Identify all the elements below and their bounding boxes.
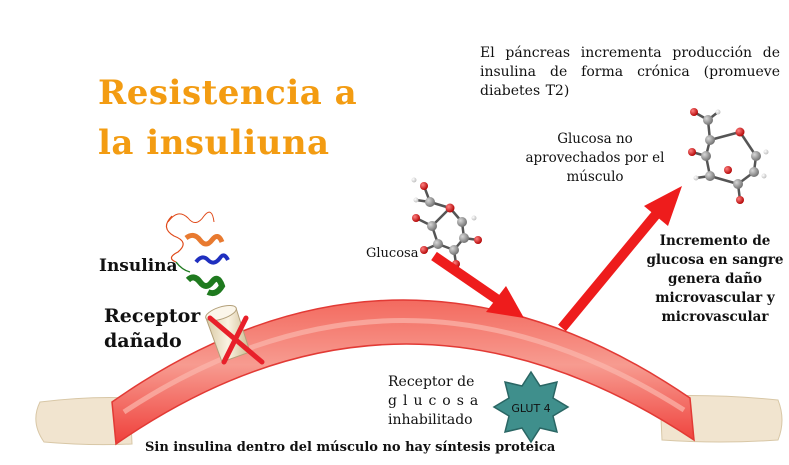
red-cross-icon (207, 315, 265, 365)
glucose-molecule-icon (411, 177, 482, 268)
damaged-receptor-label: Receptor dañado (104, 304, 200, 354)
title-line-1: Resistencia a (98, 73, 358, 113)
damaged-receptor-line-2: dañado (104, 330, 182, 352)
bottom-note: Sin insulina dentro del músculo no hay s… (145, 440, 556, 455)
glucose-increase-label: Incremento de glucosa en sangre genera d… (646, 233, 784, 325)
muscle-arc (111, 299, 695, 446)
insulin-label: Insulina (99, 256, 178, 276)
damaged-receptor-line-1: Receptor (104, 305, 201, 327)
glut4-label: GLUT 4 (511, 402, 551, 415)
left-bone (35, 397, 133, 446)
glucose-receptor-line-1: Receptor de (388, 374, 475, 390)
glucose-label: Glucosa (366, 246, 419, 261)
pancreas-label: El páncreas incrementa producción de ins… (480, 45, 780, 99)
glucose-receptor-line-3: inhabilitado (388, 412, 473, 428)
insulin-protein-icon (165, 211, 230, 297)
title-line-2: la insuliuna (98, 123, 330, 163)
glucose-receptor-line-2: glucosa (388, 393, 485, 409)
red-arrow-icon (558, 186, 682, 332)
glut4-star-icon (492, 370, 570, 444)
glucose-not-used-label: Glucosa no aprovechados por el músculo (525, 131, 665, 185)
glucose-molecule-icon (688, 108, 769, 204)
glucose-receptor-label: Receptor de glucosa inhabilitado (388, 373, 488, 430)
red-arrow-icon (431, 251, 524, 318)
page-title: Resistencia a la insuliuna (98, 68, 398, 168)
